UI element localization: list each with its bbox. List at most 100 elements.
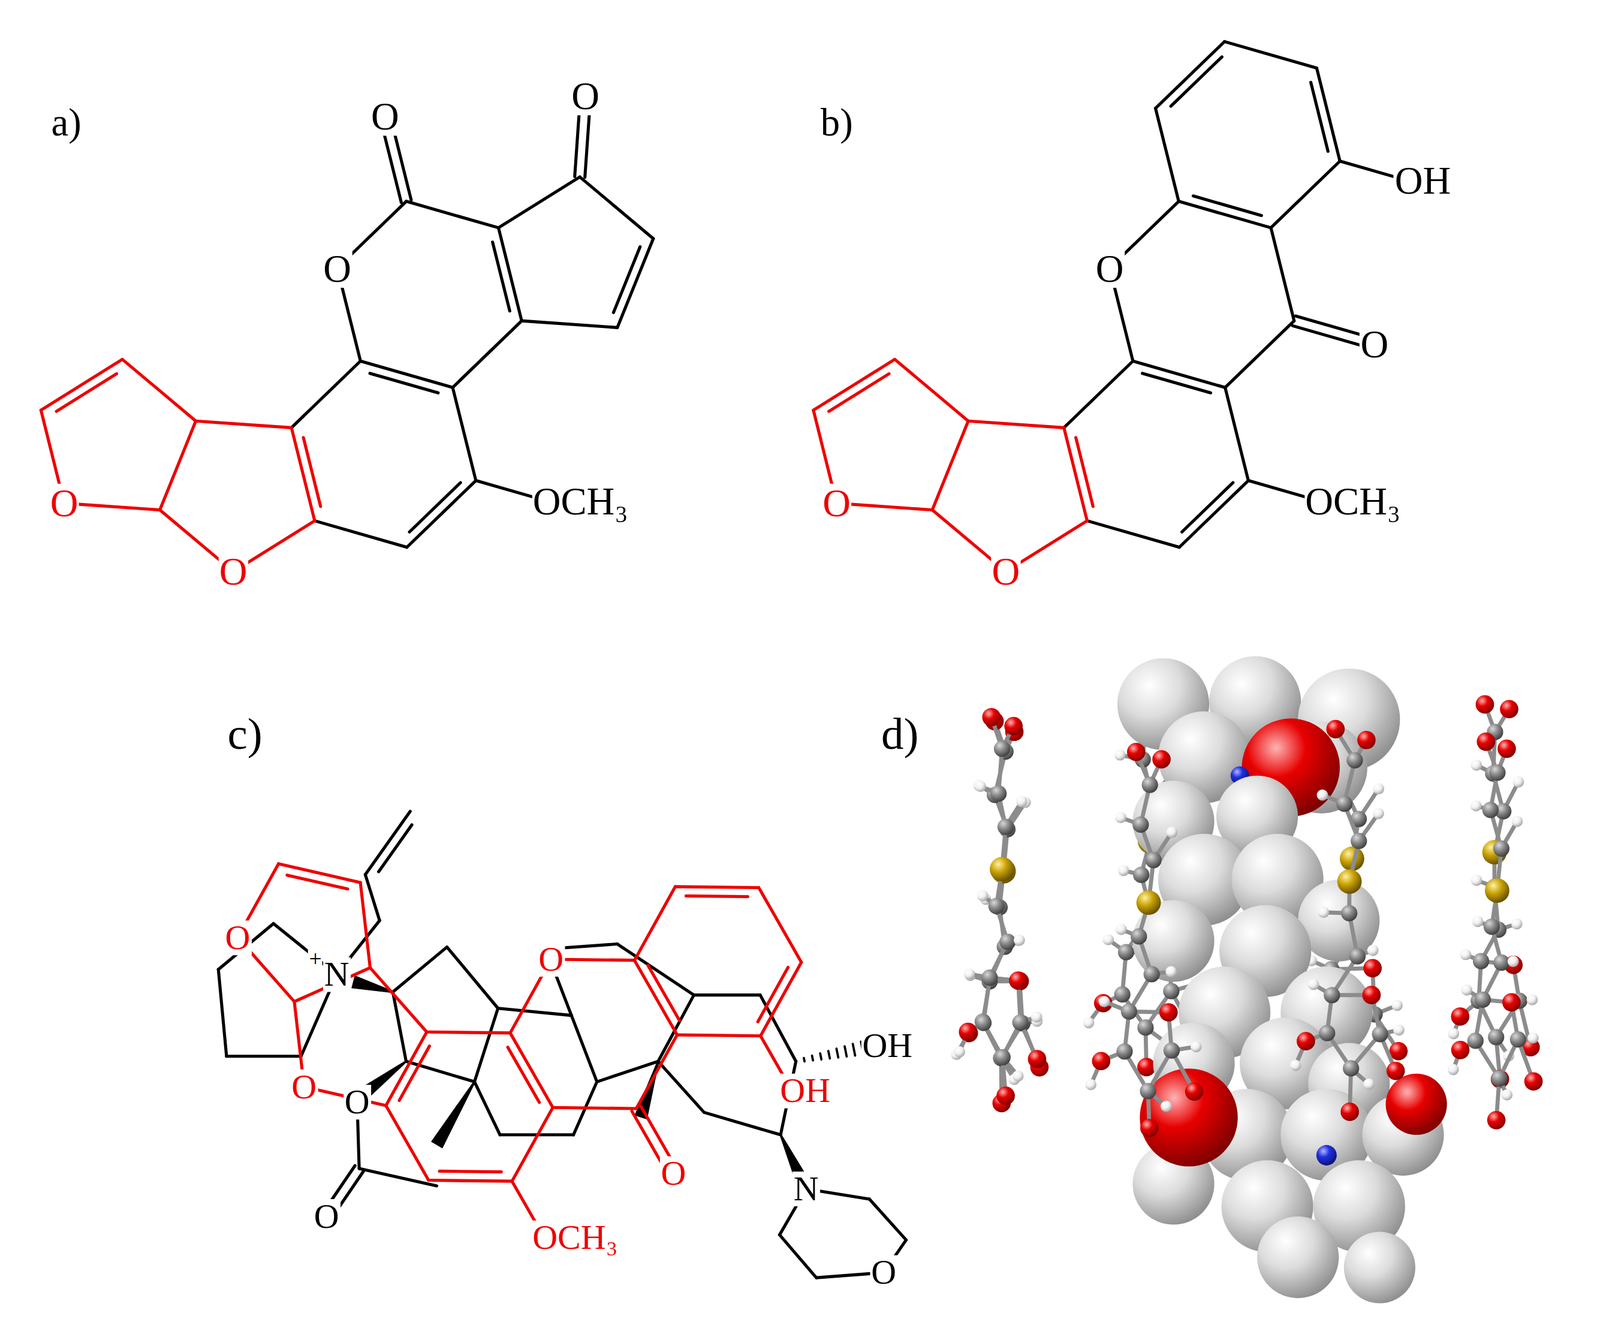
atom-ball <box>953 1046 966 1058</box>
ball-and-stick-unit <box>1447 695 1540 1089</box>
bond-line <box>226 1054 301 1058</box>
atom-ball <box>1372 1025 1389 1042</box>
bond-line <box>779 1234 816 1278</box>
atom-ball <box>1470 800 1482 812</box>
atom-ball <box>1083 1016 1095 1029</box>
atom-ball <box>1372 782 1385 795</box>
group-label: OCH₃ <box>531 481 630 521</box>
atom-ball <box>1133 866 1150 884</box>
bond-line <box>1086 520 1180 548</box>
bond-line <box>196 420 292 428</box>
bond-line <box>932 420 969 510</box>
bond-line <box>369 373 439 394</box>
atom-ball <box>1190 1040 1202 1053</box>
bond-line <box>613 246 640 313</box>
bond-line <box>378 824 412 872</box>
bond-line <box>636 1034 677 1109</box>
atom-ball <box>1460 984 1473 996</box>
panel-label: c) <box>226 712 264 758</box>
bond-line <box>658 995 695 1062</box>
bond-line <box>579 176 654 239</box>
atom-ball <box>1391 999 1403 1011</box>
bond-line <box>1076 437 1094 507</box>
atom-ball <box>1012 1014 1029 1031</box>
atom-ball <box>958 1022 978 1042</box>
atom-ball <box>1502 993 1521 1012</box>
atom-ball <box>975 1014 992 1031</box>
atom-ball <box>1152 749 1171 769</box>
bond-line <box>648 965 680 1021</box>
atom-ball <box>1483 918 1500 935</box>
atom-ball <box>1139 1082 1156 1099</box>
bond-line <box>803 1058 805 1062</box>
atom-label: O <box>343 1084 371 1120</box>
atom-ball <box>1028 1049 1047 1069</box>
atom-ball <box>1490 1070 1508 1087</box>
atom-ball <box>977 890 989 902</box>
molecule-b <box>813 41 1409 572</box>
bond-line <box>510 1032 553 1108</box>
bond-line <box>869 1198 906 1240</box>
atom-ball <box>996 1086 1015 1105</box>
atom-label: O <box>49 483 80 523</box>
atom-ball <box>1165 965 1177 978</box>
atom-sphere <box>1257 1216 1339 1298</box>
bond-line <box>597 1061 659 1082</box>
atom-ball <box>1317 789 1329 801</box>
bond-line <box>828 1050 831 1059</box>
bond-line <box>452 320 522 388</box>
atom-ball <box>1114 749 1126 761</box>
atom-ball <box>1145 851 1162 869</box>
bond-line <box>1225 387 1249 481</box>
atom-ball <box>1127 742 1146 762</box>
atom-ball <box>1482 801 1499 818</box>
atom-ball <box>1510 1031 1527 1048</box>
atom-ball <box>1336 795 1353 812</box>
bond-line <box>685 895 748 897</box>
bond-line <box>407 480 476 548</box>
bond-line <box>511 1107 553 1181</box>
ball-and-stick-unit <box>953 707 1047 1105</box>
atom-ball <box>997 818 1014 836</box>
atom-ball <box>1136 890 1162 915</box>
atom-ball <box>1493 954 1510 971</box>
wedge-bond <box>431 1080 476 1148</box>
atom-ball <box>1098 995 1111 1008</box>
atom-ball <box>1386 1061 1406 1081</box>
atom-ball <box>1115 923 1128 936</box>
space-filling-guest <box>1117 655 1448 1303</box>
atom-label: O <box>537 941 565 977</box>
atom-ball <box>1467 1032 1484 1049</box>
bond-line <box>386 1031 427 1106</box>
atom-ball <box>1497 739 1517 759</box>
bond-line <box>369 967 427 1032</box>
bond-line <box>160 420 197 510</box>
atom-ball <box>1472 953 1490 970</box>
atom-ball <box>989 856 1015 882</box>
bond-line <box>1225 320 1295 388</box>
molecule-c <box>218 811 906 1278</box>
atom-ball <box>1318 906 1330 918</box>
atom-ball <box>1130 927 1147 945</box>
atom-ball <box>990 785 1007 802</box>
atom-ball <box>1489 764 1506 781</box>
atom-ball <box>1340 1102 1360 1122</box>
ball-and-stick-unit <box>1447 732 1544 1130</box>
atom-ball <box>1511 917 1523 930</box>
atom-ball <box>1323 986 1340 1003</box>
atom-ball <box>1484 878 1510 903</box>
bond-line <box>760 962 802 1036</box>
atom-ball <box>1085 1079 1097 1091</box>
atom-ball <box>1160 1100 1172 1113</box>
atom-ball <box>1349 947 1366 964</box>
bond-line <box>474 1008 499 1083</box>
atom-ball <box>1490 1070 1510 1089</box>
bond-line <box>365 874 380 921</box>
bond-line <box>968 420 1065 428</box>
atom-ball <box>974 780 987 792</box>
bond-line <box>409 482 461 532</box>
molecular-model <box>950 655 1543 1303</box>
atom-ball <box>1031 1011 1043 1023</box>
atom-label: O <box>322 248 353 288</box>
